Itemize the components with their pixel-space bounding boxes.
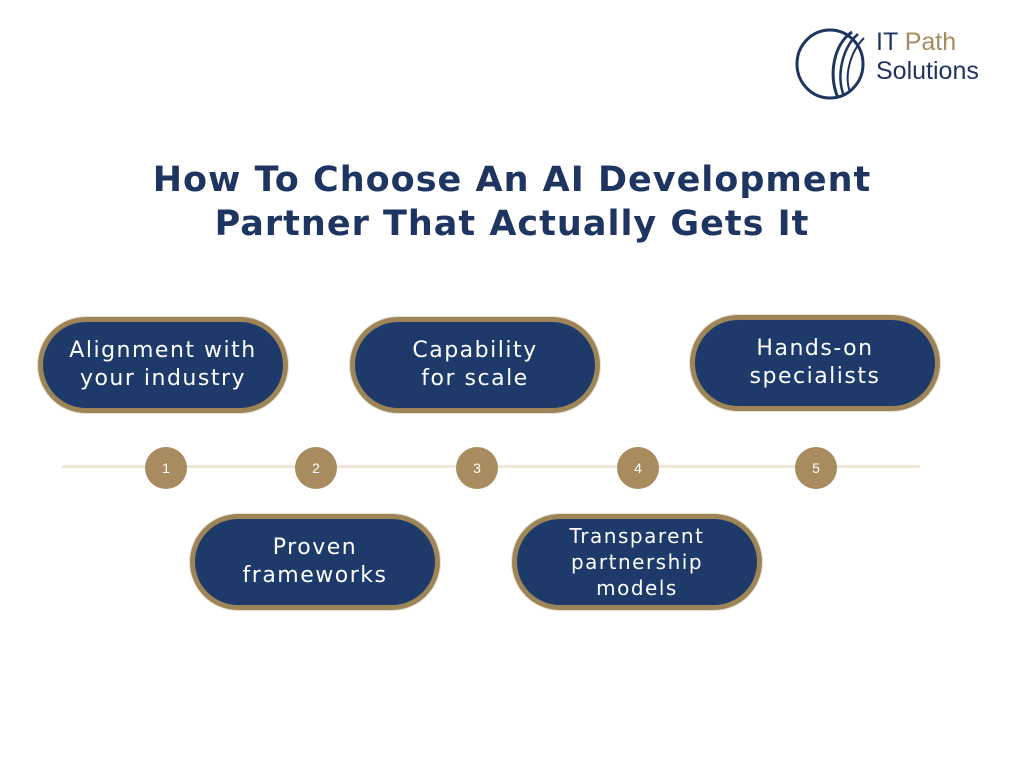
- step-1-node: 1: [145, 447, 187, 489]
- title-line-1: How To Choose An AI Development: [152, 160, 872, 200]
- title-line-2: Partner That Actually Gets It: [214, 204, 810, 244]
- logo-word-path: Path: [904, 28, 957, 56]
- step-4-card: Transparent partnership models: [512, 514, 762, 610]
- step-1-line-1: Alignment with: [69, 338, 257, 363]
- step-5-node: 5: [795, 447, 837, 489]
- step-1-card: Alignment with your industry: [38, 317, 288, 413]
- step-5-line-2: specialists: [749, 364, 881, 389]
- step-4-line-2: partnership: [570, 550, 704, 574]
- step-3-node: 3: [456, 447, 498, 489]
- logo-word-it: IT: [876, 28, 905, 56]
- logo-word-solutions: Solutions: [876, 57, 979, 85]
- step-2-node: 2: [295, 447, 337, 489]
- step-4-line-1: Transparent: [569, 524, 705, 548]
- step-5-card: Hands-on specialists: [690, 315, 940, 411]
- step-1-line-2: your industry: [79, 366, 247, 391]
- step-2-line-1: Proven: [272, 535, 358, 560]
- step-3-line-1: Capability: [412, 338, 538, 363]
- logo-mark-icon: [795, 28, 865, 100]
- step-2-card: Proven frameworks: [190, 514, 440, 610]
- logo-text: IT Path Solutions: [876, 28, 979, 86]
- step-3-line-2: for scale: [421, 366, 529, 391]
- step-3-card: Capability for scale: [350, 317, 600, 413]
- step-4-node: 4: [617, 447, 659, 489]
- page-title: How To Choose An AI Development Partner …: [0, 158, 1024, 246]
- step-2-line-2: frameworks: [242, 563, 388, 588]
- step-5-line-1: Hands-on: [756, 336, 874, 361]
- company-logo: IT Path Solutions: [794, 24, 1004, 104]
- step-4-line-3: models: [596, 576, 678, 600]
